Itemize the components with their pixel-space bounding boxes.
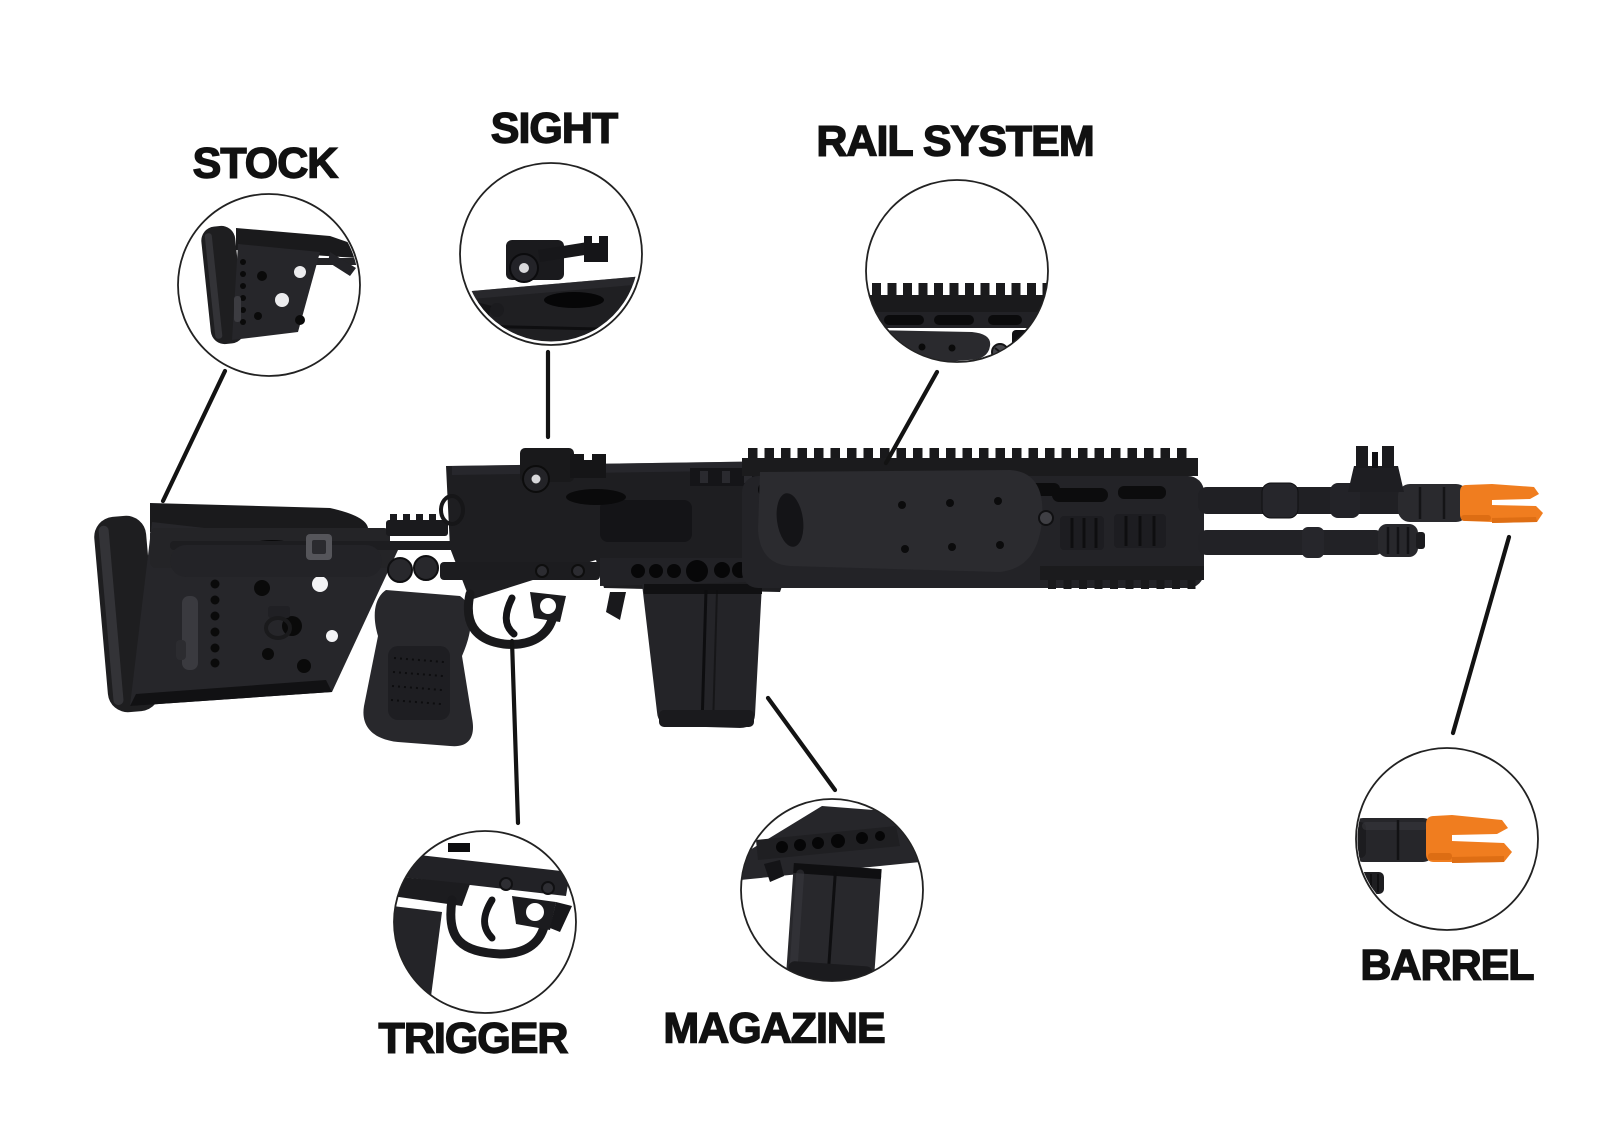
stock-tube bbox=[170, 514, 455, 583]
part-label-rail-system: RAIL SYSTEM bbox=[816, 117, 1096, 166]
rear-sight bbox=[520, 448, 626, 505]
connector-line-magazine bbox=[765, 695, 838, 793]
barrel-assembly bbox=[1198, 446, 1543, 558]
part-label-trigger: TRIGGER bbox=[378, 1014, 569, 1063]
front-ferrule bbox=[600, 558, 756, 586]
connector-lines bbox=[160, 349, 1512, 826]
trigger-group bbox=[440, 562, 626, 649]
sight-detail-circle bbox=[459, 162, 643, 346]
rail-system-detail-circle bbox=[865, 179, 1049, 363]
connector-line-rail bbox=[883, 369, 940, 466]
front-sight bbox=[1348, 446, 1404, 492]
rifle-illustration bbox=[94, 446, 1543, 747]
connector-line-stock bbox=[160, 368, 228, 504]
stock-detail-circle bbox=[177, 193, 361, 377]
rail-handguard bbox=[742, 448, 1204, 589]
pistol-grip bbox=[363, 590, 474, 747]
part-label-magazine: MAGAZINE bbox=[663, 1004, 887, 1053]
part-label-stock: STOCK bbox=[192, 139, 339, 188]
magazine-detail-circle bbox=[740, 798, 924, 982]
barrel-detail-circle bbox=[1355, 747, 1539, 931]
muzzle-orange-tip bbox=[1460, 484, 1543, 523]
trigger-detail-circle bbox=[393, 830, 577, 1014]
part-label-sight: SIGHT bbox=[490, 104, 619, 153]
connector-line-barrel bbox=[1450, 534, 1512, 736]
magazine bbox=[642, 584, 762, 728]
rifle-stock bbox=[94, 503, 398, 713]
part-label-barrel: BARREL bbox=[1360, 941, 1536, 990]
connector-line-trigger bbox=[509, 638, 521, 826]
